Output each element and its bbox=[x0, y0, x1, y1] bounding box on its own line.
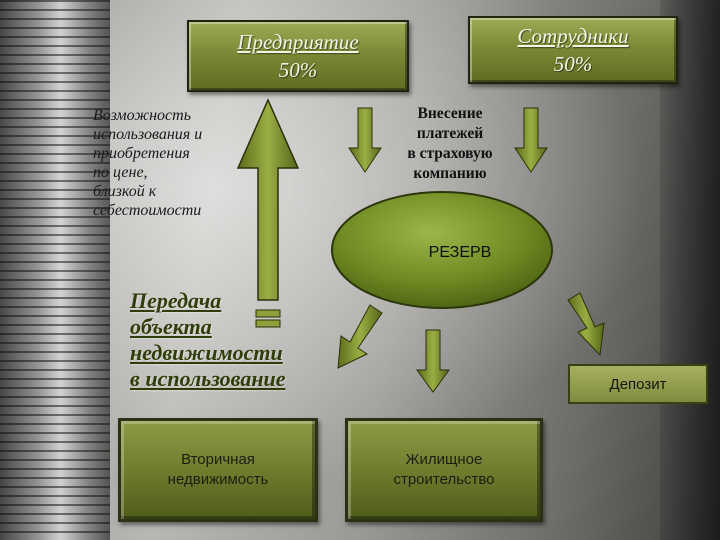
deposit-box: Депозит bbox=[568, 364, 708, 404]
usage-note: Возможность использования и приобретения… bbox=[93, 106, 283, 220]
secondary-realty-box: Вторичная недвижимость bbox=[118, 418, 318, 522]
housing-construction-box: Жилищное строительство bbox=[345, 418, 543, 522]
payments-note-line: компанию bbox=[380, 164, 520, 184]
secondary-realty-line: недвижимость bbox=[168, 470, 269, 490]
usage-note-line: по цене, bbox=[93, 163, 283, 182]
usage-note-line: приобретения bbox=[93, 144, 283, 163]
transfer-note-line: Передача bbox=[130, 288, 350, 314]
transfer-note-line: в использование bbox=[130, 366, 350, 392]
reserve-label: РЕЗЕРВ bbox=[395, 244, 525, 262]
usage-note-line: себестоимости bbox=[93, 201, 283, 220]
housing-construction-line: строительство bbox=[393, 470, 494, 490]
enterprise-box: Предприятие 50% bbox=[187, 20, 409, 92]
usage-note-line: близкой к bbox=[93, 182, 283, 201]
payments-note-line: в страховую bbox=[380, 144, 520, 164]
payments-note-line: платежей bbox=[380, 124, 520, 144]
usage-note-line: использования и bbox=[93, 125, 283, 144]
secondary-realty-line: Вторичная bbox=[168, 450, 269, 470]
employees-share: 50% bbox=[517, 50, 628, 78]
payments-note: Внесение платежей в страховую компанию bbox=[380, 104, 520, 184]
housing-construction-line: Жилищное bbox=[393, 450, 494, 470]
enterprise-share: 50% bbox=[237, 56, 358, 84]
payments-note-line: Внесение bbox=[380, 104, 520, 124]
transfer-note-line: объекта bbox=[130, 314, 350, 340]
arrow-to-housing bbox=[417, 330, 449, 392]
usage-note-line: Возможность bbox=[93, 106, 283, 125]
transfer-note: Передача объекта недвижимости в использо… bbox=[130, 288, 350, 392]
employees-box: Сотрудники 50% bbox=[468, 16, 678, 84]
transfer-note-line: недвижимости bbox=[130, 340, 350, 366]
enterprise-title: Предприятие bbox=[237, 28, 358, 56]
employees-title: Сотрудники bbox=[517, 22, 628, 50]
down-arrow-left bbox=[349, 108, 381, 172]
arrow-to-deposit bbox=[568, 293, 604, 355]
